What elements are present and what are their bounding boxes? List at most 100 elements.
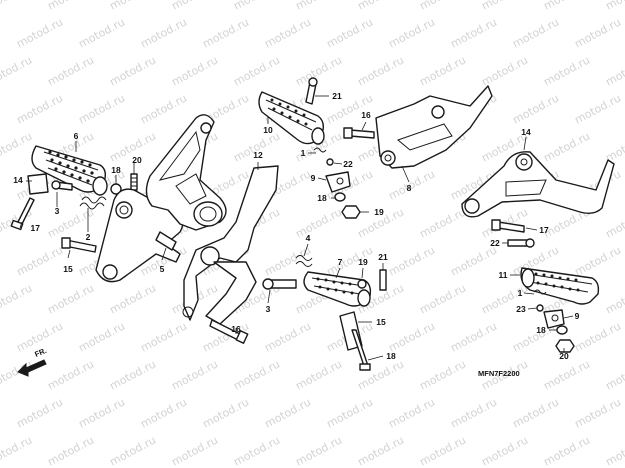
- right-clip-9: [543, 309, 565, 329]
- watermark-text: motod.ru: [169, 357, 220, 392]
- callout-14-b: 15: [376, 317, 386, 327]
- callout-11: 11: [499, 270, 508, 280]
- callout-9: 9: [311, 173, 316, 183]
- watermark-text: motod.ru: [572, 243, 623, 278]
- watermark-text: motod.ru: [417, 0, 468, 13]
- watermark-text: motod.ru: [510, 15, 561, 50]
- left-bolt-3: [51, 180, 73, 191]
- right-footpeg-11: [520, 267, 600, 305]
- center-spring-1: [313, 147, 327, 153]
- watermark-text: motod.ru: [541, 357, 592, 392]
- center-screw-21: [379, 269, 387, 291]
- watermark-text: motod.ru: [510, 91, 561, 126]
- watermark-text: motod.ru: [231, 53, 282, 88]
- watermark-text: motod.ru: [293, 0, 344, 13]
- callout-4: 4: [306, 233, 311, 243]
- watermark-text: motod.ru: [603, 53, 625, 88]
- callout-6: 6: [74, 131, 79, 141]
- left-spring-2: [79, 196, 107, 210]
- watermark-text: motod.ru: [138, 319, 189, 354]
- callout-8: 8: [407, 183, 412, 193]
- watermark-text: motod.ru: [603, 205, 625, 240]
- right-ball-23: [536, 304, 544, 312]
- right-spring-1: [533, 289, 547, 295]
- left-screw-21: [130, 173, 138, 191]
- watermark-text: motod.ru: [0, 0, 34, 13]
- center-bolt-15: [209, 319, 249, 344]
- callout-1: 1: [301, 148, 306, 158]
- watermark-text: motod.ru: [293, 53, 344, 88]
- watermark-text: motod.ru: [293, 205, 344, 240]
- watermark-text: motod.ru: [417, 357, 468, 392]
- left-footpeg-6: [31, 145, 108, 196]
- callout-23-b: 23: [516, 304, 526, 314]
- callout-23: 22: [343, 159, 353, 169]
- watermark-text: motod.ru: [417, 53, 468, 88]
- callout-5: 5: [160, 264, 165, 274]
- watermark-text: motod.ru: [107, 281, 158, 316]
- callout-labels: 6 14 17 3 2 15 5 18 20 21 10 1 22 9 18 1…: [13, 91, 579, 361]
- watermark-text: motod.ru: [45, 53, 96, 88]
- watermark-text: motod.ru: [448, 243, 499, 278]
- watermark-text: motod.ru: [0, 53, 34, 88]
- center-bolt-16: [343, 127, 375, 139]
- callout-22: 21: [332, 91, 342, 101]
- watermark-text: motod.ru: [14, 15, 65, 50]
- watermark-text: motod.ru: [293, 433, 344, 468]
- center-bolt-17: [351, 329, 371, 371]
- watermark-text: motod.ru: [45, 357, 96, 392]
- callout-3-b: 3: [266, 304, 271, 314]
- watermark-text: motod.ru: [14, 395, 65, 430]
- watermark-text: motod.ru: [0, 129, 34, 164]
- watermark-text: motod.ru: [76, 91, 127, 126]
- watermark-text: motod.ru: [417, 433, 468, 468]
- callout-18: 18: [317, 193, 327, 203]
- watermark-text: motod.ru: [169, 0, 220, 13]
- right-bracket-13: [461, 151, 615, 218]
- watermark-text: motod.ru: [479, 0, 530, 13]
- callout-15-b: 16: [231, 324, 241, 334]
- watermark-text: motod.ru: [138, 15, 189, 50]
- watermark-text: motod.ru: [231, 433, 282, 468]
- callout-20: 19: [374, 207, 384, 217]
- watermark-text: motod.ru: [76, 395, 127, 430]
- watermark-text: motod.ru: [510, 395, 561, 430]
- center-ball-23: [326, 158, 334, 166]
- watermark-text: motod.ru: [45, 281, 96, 316]
- watermark-text: motod.ru: [0, 433, 34, 468]
- leader-lines: [19, 95, 574, 361]
- watermark-text: motod.ru: [45, 433, 96, 468]
- watermark-text: motod.ru: [417, 205, 468, 240]
- callout-16: 16: [361, 110, 371, 120]
- watermark-text: motod.ru: [603, 433, 625, 468]
- callout-22-b: 22: [490, 238, 500, 248]
- watermark-text: motod.ru: [572, 91, 623, 126]
- callout-3: 3: [55, 206, 60, 216]
- callout-14: 14: [13, 175, 23, 185]
- watermark-text: motod.ru: [324, 15, 375, 50]
- callout-1-b: 1: [518, 288, 523, 298]
- watermark-text: motod.ru: [386, 319, 437, 354]
- watermark-text: motod.ru: [200, 395, 251, 430]
- watermark-text: motod.ru: [572, 319, 623, 354]
- watermark-text: motod.ru: [324, 395, 375, 430]
- left-bolt-15: [61, 237, 97, 253]
- callout-2: 2: [86, 232, 91, 242]
- watermark-text: motod.ru: [169, 433, 220, 468]
- center-hanger-bracket-8: [375, 85, 493, 169]
- watermark-text: motod.ru: [541, 129, 592, 164]
- watermark-text: motod.ru: [231, 0, 282, 13]
- callout-17: 17: [31, 223, 41, 233]
- watermark-text: motod.ru: [603, 0, 625, 13]
- watermark-text: motod.ru: [355, 53, 406, 88]
- watermark-text: motod.ru: [603, 129, 625, 164]
- watermark-text: motod.ru: [386, 395, 437, 430]
- center-pin-22: [305, 77, 318, 105]
- watermark-text: motod.ru: [138, 395, 189, 430]
- callout-9-b: 9: [575, 311, 580, 321]
- watermark-text: motod.ru: [572, 15, 623, 50]
- center-washer-18: [334, 192, 346, 202]
- callout-21-b: 21: [378, 252, 388, 262]
- center-footpeg-10: [258, 91, 325, 145]
